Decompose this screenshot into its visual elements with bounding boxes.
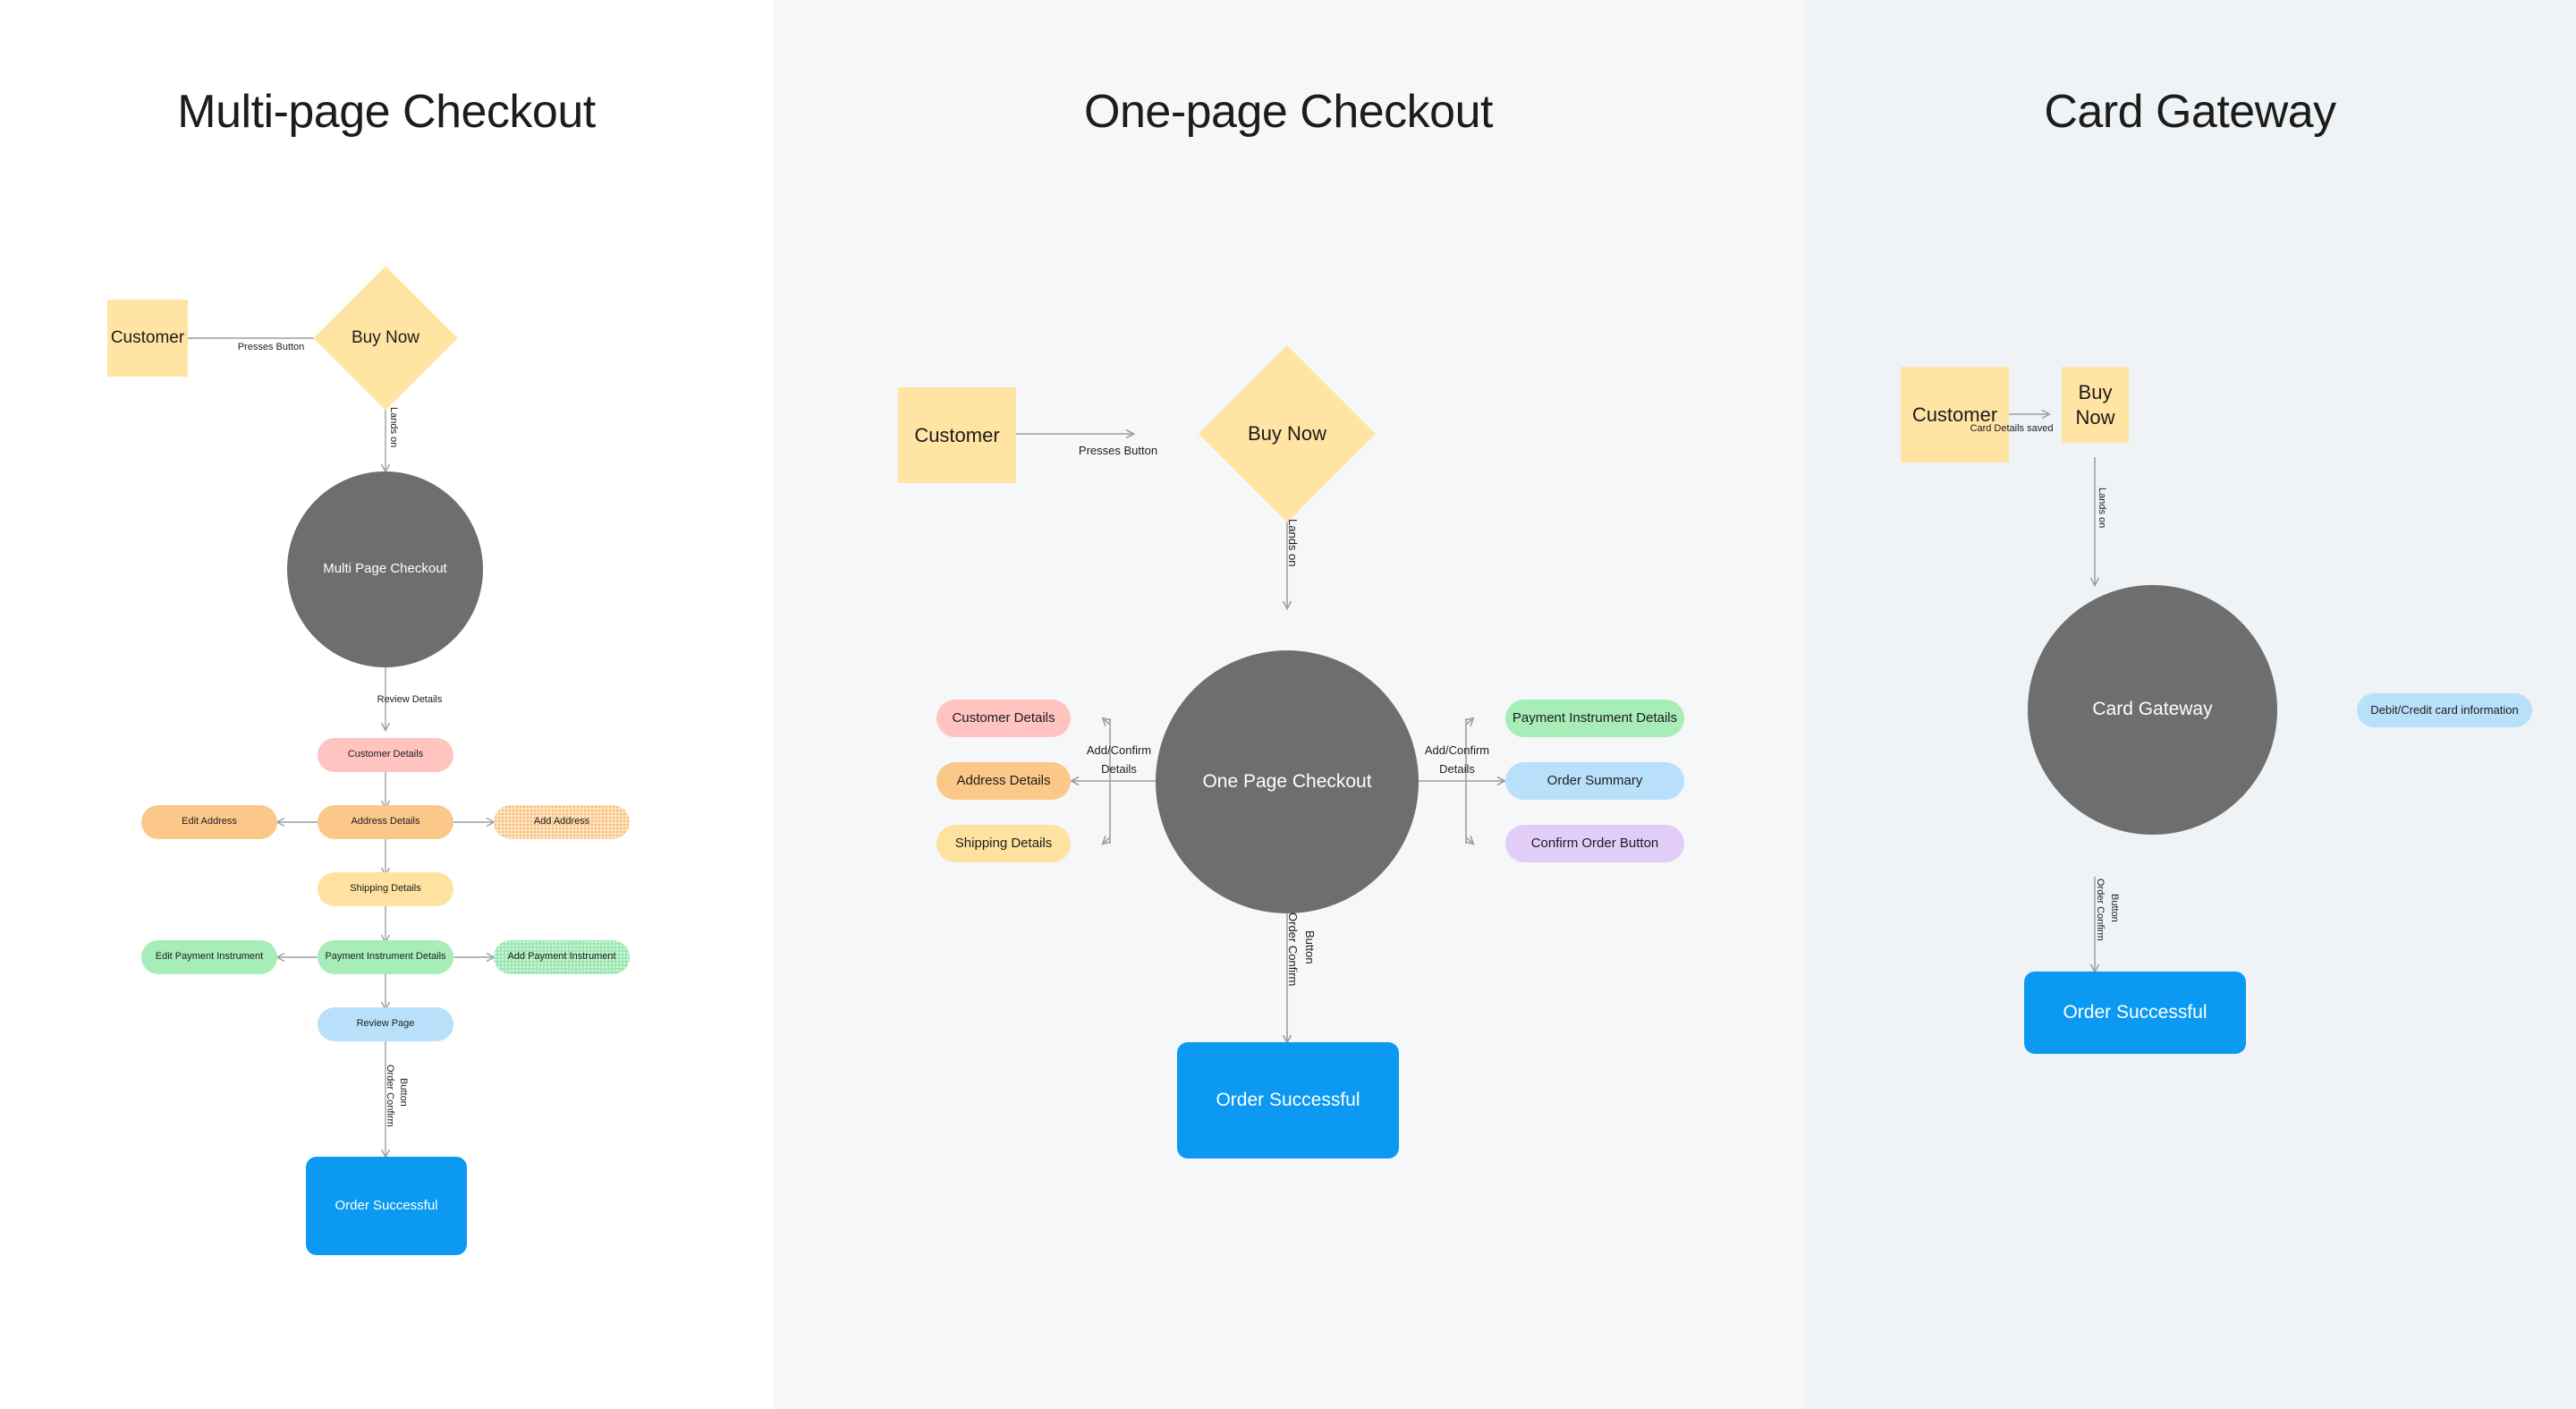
node-order-successful-label: Order Successful <box>335 1197 438 1213</box>
node-edit-payment-instrument: Edit Payment Instrument <box>141 940 277 974</box>
node-edit-address-label: Edit Address <box>182 816 237 828</box>
edge-label-lands-on: Lands on <box>1286 519 1300 567</box>
node-customer-details: Customer Details <box>936 700 1071 737</box>
node-card-information: Debit/Credit card information <box>2357 693 2532 727</box>
page-title-one-page-checkout: One-page Checkout <box>1084 86 1493 138</box>
edge-label-lands-on: Lands on <box>2097 488 2107 529</box>
edge-label-order-confirm-button-line2: Button <box>1303 930 1317 964</box>
edge-label-order-confirm-button-line1: Order Confirm <box>385 1065 395 1127</box>
page-title-multi-page-checkout: Multi-page Checkout <box>177 86 596 138</box>
panel-one-page-checkout: One-page Checkout <box>773 0 1804 1409</box>
node-order-successful: Order Successful <box>2024 972 2246 1054</box>
edge-label-card-details-saved: Card Details saved <box>1970 423 2054 434</box>
edge-label-add-confirm-details-left-line1: Add/Confirm <box>1086 743 1152 757</box>
node-customer: Customer <box>107 300 188 377</box>
node-address-details: Address Details <box>936 762 1071 800</box>
node-add-payment-instrument: Add Payment Instrument <box>494 940 630 974</box>
page-title-card-gateway: Card Gateway <box>2044 86 2336 138</box>
node-customer-label: Customer <box>1911 403 1998 426</box>
node-card-gateway-label: Card Gateway <box>2092 699 2213 720</box>
node-address-details: Address Details <box>318 805 453 839</box>
edge-label-presses-button: Presses Button <box>237 342 305 352</box>
node-customer-details-label: Customer Details <box>952 709 1055 726</box>
node-one-page-checkout-circle: One Page Checkout <box>1156 650 1419 913</box>
node-shipping-details: Shipping Details <box>936 825 1071 862</box>
node-customer: Customer <box>898 387 1016 483</box>
edge-label-review-details: Review Details <box>377 694 443 705</box>
node-customer-details-label: Customer Details <box>347 749 424 760</box>
node-card-information-label: Debit/Credit card information <box>2370 702 2519 717</box>
node-buy-now-label: Buy Now <box>2075 381 2115 429</box>
node-payment-instrument-details: Payment Instrument Details <box>1505 700 1684 737</box>
node-add-payment-instrument-label: Add Payment Instrument <box>507 951 616 963</box>
edge-label-lands-on: Lands on <box>388 407 399 448</box>
node-address-details-label: Address Details <box>351 816 420 828</box>
node-buy-now: Buy Now <box>313 266 458 411</box>
node-buy-now: Buy Now <box>1199 345 1376 522</box>
node-edit-payment-instrument-label: Edit Payment Instrument <box>155 951 264 963</box>
node-order-successful-label: Order Successful <box>2063 1001 2207 1023</box>
node-one-page-checkout-label: One Page Checkout <box>1202 770 1372 792</box>
node-order-successful: Order Successful <box>306 1157 467 1255</box>
node-buy-now-label: Buy Now <box>1247 422 1327 445</box>
node-payment-instrument-details-label: Payment Instrument Details <box>1512 709 1678 726</box>
edge-label-add-confirm-details-right-line2: Details <box>1439 762 1475 776</box>
node-multi-page-checkout-label: Multi Page Checkout <box>323 561 447 577</box>
edge-label-order-confirm-button-line2: Button <box>2109 894 2120 922</box>
edge-label-add-confirm-details-left-line2: Details <box>1101 762 1137 776</box>
node-buy-now: Buy Now <box>2062 367 2129 443</box>
node-order-summary: Order Summary <box>1505 762 1684 800</box>
node-address-details-label: Address Details <box>956 772 1051 788</box>
node-confirm-order-button: Confirm Order Button <box>1505 825 1684 862</box>
node-customer: Customer <box>1901 367 2009 463</box>
node-order-successful: Order Successful <box>1177 1042 1399 1159</box>
edge-label-presses-button: Presses Button <box>1078 444 1158 457</box>
panel-card-gateway: Card Gateway Customer Buy Now <box>1804 0 2576 1409</box>
node-customer-label: Customer <box>110 328 185 348</box>
node-multi-page-checkout-circle: Multi Page Checkout <box>287 471 483 667</box>
node-payment-instrument-details-label: Payment Instrument Details <box>325 951 446 963</box>
node-add-address: Add Address <box>494 805 630 839</box>
node-customer-label: Customer <box>914 423 1000 446</box>
edge-label-order-confirm-button-line1: Order Confirm <box>2095 879 2106 941</box>
edge-label-order-confirm-button-line2: Button <box>398 1078 409 1107</box>
panel-multi-page-checkout: Multi-page Checkout <box>0 0 773 1409</box>
node-order-summary-label: Order Summary <box>1546 772 1643 788</box>
edge-label-add-confirm-details-right-line1: Add/Confirm <box>1424 743 1490 757</box>
edge-label-order-confirm-button-line1: Order Confirm <box>1286 912 1300 987</box>
node-add-address-label: Add Address <box>533 816 590 828</box>
node-shipping-details-label: Shipping Details <box>350 883 421 895</box>
node-shipping-details: Shipping Details <box>318 872 453 906</box>
node-buy-now-label: Buy Now <box>351 328 420 347</box>
node-card-gateway-circle: Card Gateway <box>2028 585 2277 835</box>
node-shipping-details-label: Shipping Details <box>954 835 1053 851</box>
node-order-successful-label: Order Successful <box>1216 1089 1360 1110</box>
node-review-page-label: Review Page <box>356 1018 415 1030</box>
node-confirm-order-button-label: Confirm Order Button <box>1530 835 1659 851</box>
node-payment-instrument-details: Payment Instrument Details <box>318 940 453 974</box>
node-review-page: Review Page <box>318 1007 453 1041</box>
node-edit-address: Edit Address <box>141 805 277 839</box>
node-customer-details: Customer Details <box>318 738 453 772</box>
